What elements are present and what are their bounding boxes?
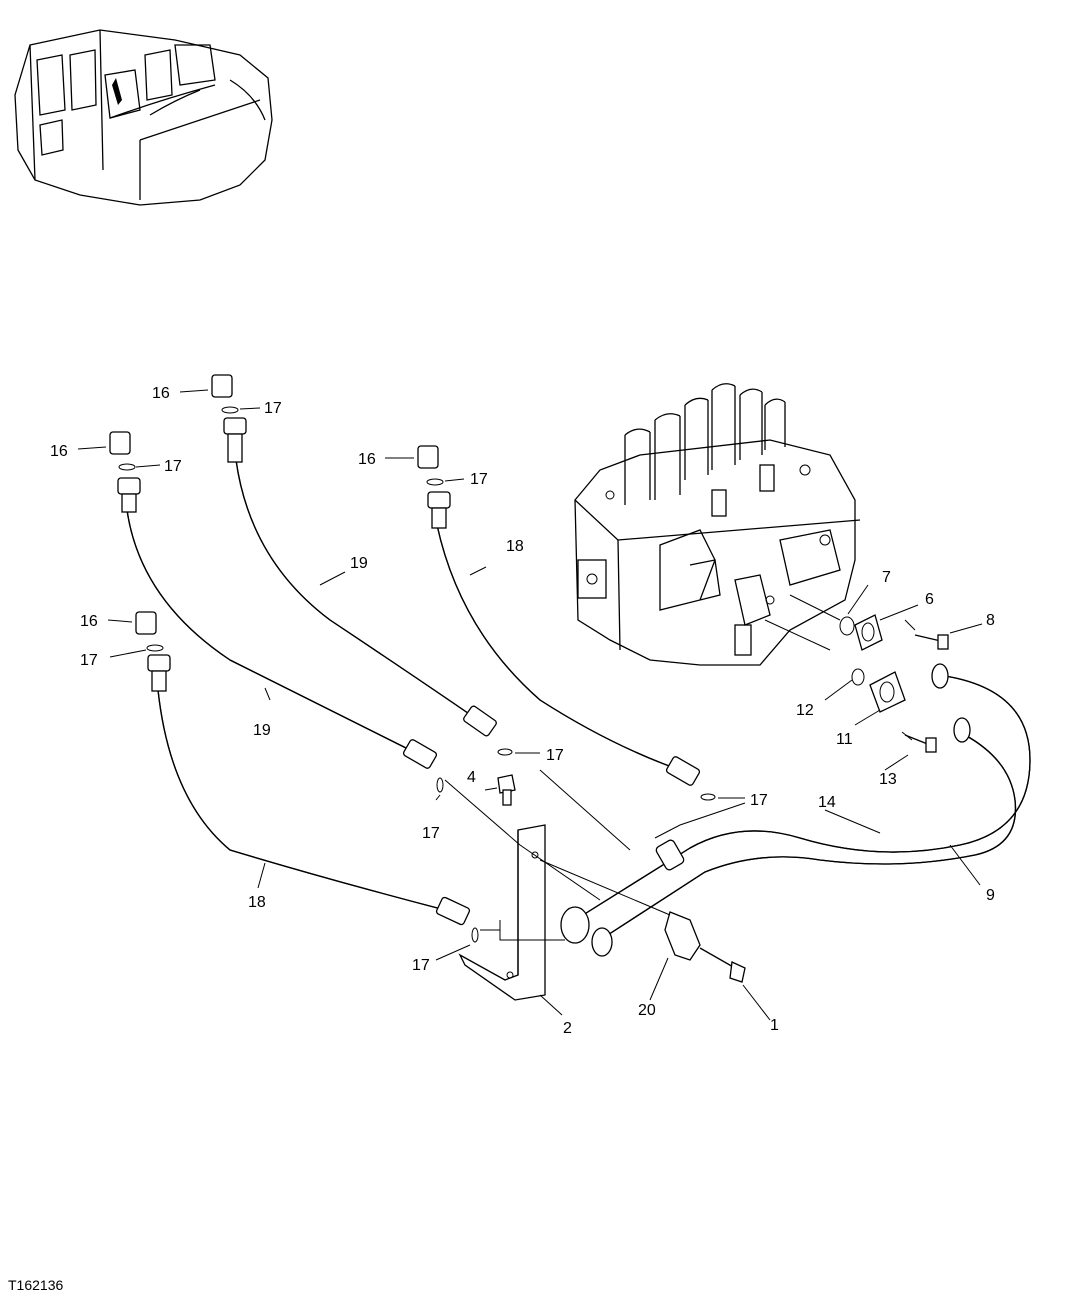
o-ring-17-parts [118, 406, 716, 943]
hose-18-right-line [436, 524, 681, 771]
hose-18-left-line [157, 689, 446, 911]
callout-16-mid: 16 [358, 451, 376, 468]
callout-1: 1 [770, 1017, 779, 1034]
figure-id: T162136 [8, 1277, 63, 1293]
callout-11: 11 [836, 731, 853, 748]
callout-17-top: 17 [264, 400, 282, 417]
bolt-1 [699, 947, 746, 983]
callout-19-left: 19 [253, 722, 271, 739]
callout-20: 20 [638, 1002, 656, 1019]
callout-18-left: 18 [248, 894, 266, 911]
callout-16-low: 16 [80, 613, 98, 630]
bracket-2 [458, 824, 546, 1001]
callout-9: 9 [986, 887, 995, 904]
callout-6: 6 [925, 591, 934, 608]
leader-lines [77, 389, 983, 1021]
flange-parts [854, 614, 906, 713]
callout-17-mid: 17 [470, 471, 488, 488]
callout-8: 8 [986, 612, 995, 629]
callout-17-low: 17 [80, 652, 98, 669]
adapter-16-parts [109, 374, 439, 635]
callout-labels: 16 17 16 17 16 17 18 19 16 17 19 17 4 17… [50, 385, 995, 1037]
callout-19-top: 19 [350, 555, 368, 572]
bolt-4 [497, 774, 516, 806]
o-ring-7 [839, 616, 855, 636]
callout-2: 2 [563, 1020, 572, 1037]
callout-18-right: 18 [506, 538, 524, 555]
callout-17-hose19: 17 [546, 747, 564, 764]
hose-19-left-line [126, 509, 421, 756]
machine-locator-thumbnail [14, 29, 273, 206]
control-valve [574, 383, 861, 666]
callout-17-bottom: 17 [412, 957, 430, 974]
clamp-20 [664, 911, 701, 961]
callout-17-hose18r: 17 [750, 792, 768, 809]
callout-17-left: 17 [164, 458, 182, 475]
callout-16-left: 16 [50, 443, 68, 460]
callout-16-top: 16 [152, 385, 170, 402]
callout-4: 4 [467, 769, 476, 786]
o-ring-12 [851, 668, 865, 686]
callout-13: 13 [879, 771, 897, 788]
tube-assembly [560, 663, 1031, 957]
bolt-13 [904, 734, 937, 753]
callout-12: 12 [796, 702, 814, 719]
callout-14: 14 [818, 794, 836, 811]
bolt-8 [914, 634, 949, 650]
callout-17-center: 17 [422, 825, 440, 842]
hose-fittings [117, 417, 701, 926]
callout-7: 7 [882, 569, 891, 586]
